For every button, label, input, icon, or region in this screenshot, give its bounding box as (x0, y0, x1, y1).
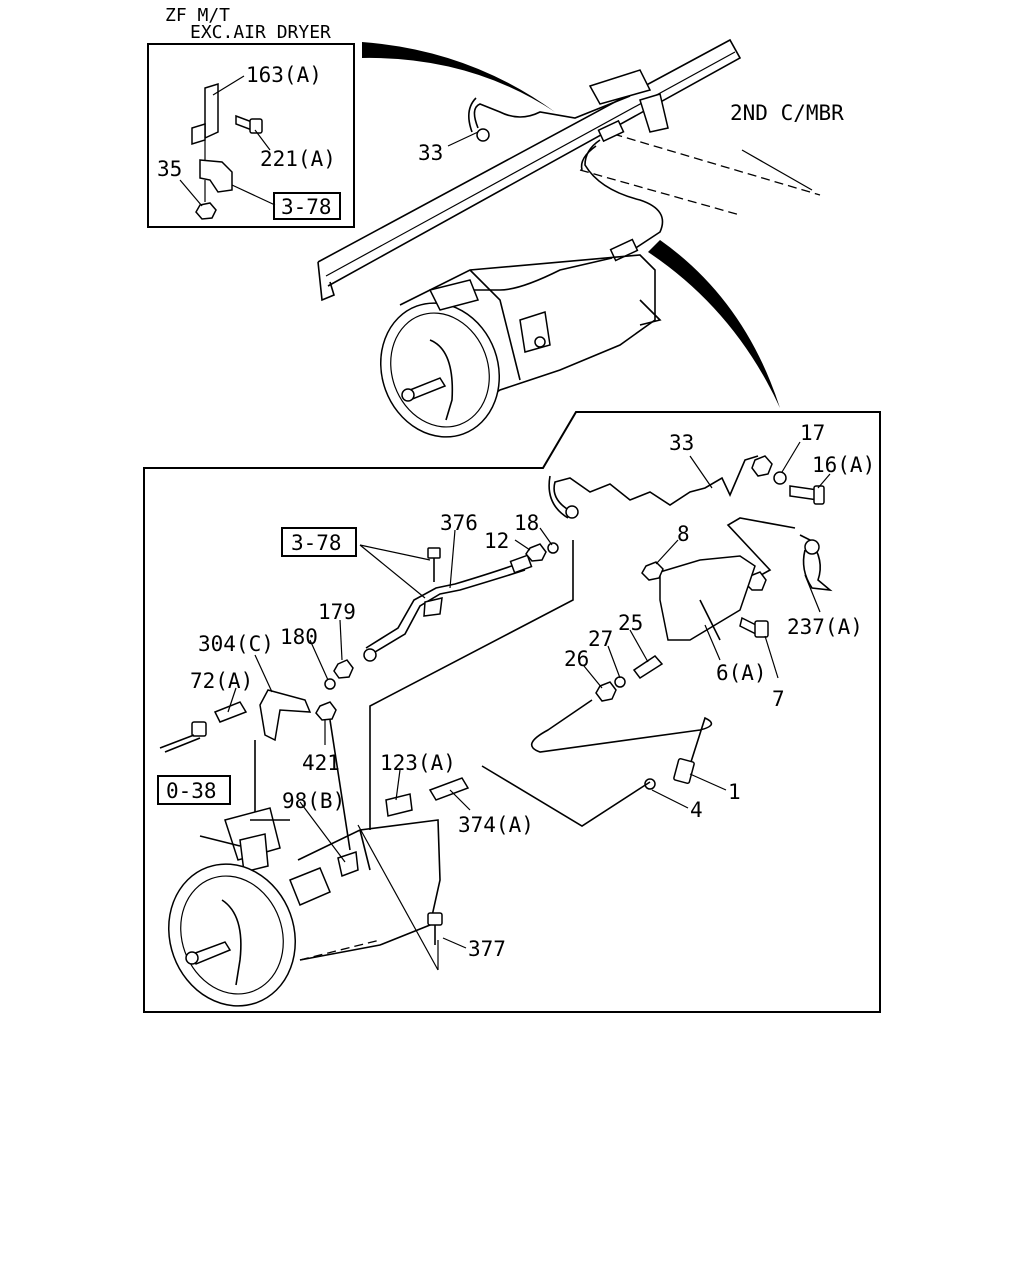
washer-180 (324, 678, 336, 690)
washer-17 (773, 471, 787, 485)
frame-rail (317, 38, 742, 287)
label-123a: 123(A) (380, 751, 456, 775)
label-8: 8 (677, 522, 690, 546)
ref-0-38[interactable]: 0-38 (166, 779, 217, 803)
nut-35 (195, 202, 217, 220)
label-35: 35 (157, 157, 182, 181)
bracket-6a (659, 555, 756, 641)
bracket-foot (191, 122, 206, 146)
washer-27 (614, 676, 626, 688)
label-180: 180 (280, 625, 318, 649)
label-221a: 221(A) (260, 147, 336, 171)
label-2nd-cmbr: 2ND C/MBR (730, 101, 844, 125)
detail-pointer-arc (648, 240, 780, 408)
pipe-376 (369, 569, 526, 656)
bolt-7 (739, 616, 769, 638)
washer-4 (644, 778, 656, 790)
label-179: 179 (318, 600, 356, 624)
detail-view: 33 17 16(A) 376 18 12 8 3-78 179 304(C) … (157, 421, 875, 1007)
washer-18 (547, 542, 559, 554)
pipe-237a (726, 517, 796, 581)
bell-housing-top (379, 302, 501, 438)
ref-3-78-detail[interactable]: 3-78 (291, 531, 342, 555)
label-25: 25 (618, 611, 643, 635)
label-163a: 163(A) (246, 63, 322, 87)
clamp (199, 159, 233, 193)
detail-frame (143, 411, 881, 1013)
top-assembly-view: 33 2ND C/MBR (317, 38, 844, 438)
connector-374a (428, 777, 470, 801)
ref-box-3-78-inset[interactable] (273, 192, 341, 220)
label-376: 376 (440, 511, 478, 535)
bolt-377 (427, 912, 443, 945)
bolt-pipe-clip (427, 547, 441, 582)
valve-72a (159, 701, 248, 753)
label-304c: 304(C) (198, 632, 274, 656)
label-98b: 98(B) (282, 789, 345, 813)
inset-frame (147, 43, 355, 228)
ref-box-3-78-detail[interactable] (281, 527, 357, 557)
label-16a: 16(A) (812, 453, 875, 477)
label-6a: 6(A) (716, 661, 767, 685)
label-26: 26 (564, 647, 589, 671)
label-374a: 374(A) (458, 813, 534, 837)
connector-25 (632, 655, 664, 680)
label-33-top: 33 (418, 141, 443, 165)
label-17: 17 (800, 421, 825, 445)
label-377: 377 (468, 937, 506, 961)
bracket-304c (259, 689, 312, 742)
nut-8 (641, 561, 664, 581)
label-33-detail: 33 (669, 431, 694, 455)
bracket-163a (204, 82, 219, 140)
bracket-123a (385, 793, 413, 817)
banjo-bolt-16a (789, 485, 825, 505)
inset-zf-mt: ZF M/T EXC.AIR DRYER 163(A) 221(A) 35 3-… (147, 5, 355, 228)
label-12: 12 (484, 529, 509, 553)
bell-housing-detail (167, 863, 297, 1007)
label-421: 421 (302, 751, 340, 775)
pipe-33 (553, 455, 759, 513)
label-4: 4 (690, 798, 703, 822)
ref-box-0-38[interactable] (157, 775, 231, 805)
nut-179 (333, 659, 354, 679)
nut-12 (525, 543, 547, 562)
label-7: 7 (772, 687, 785, 711)
ref-3-78-inset[interactable]: 3-78 (281, 195, 332, 219)
inset-note-line2: EXC.AIR DRYER (190, 22, 331, 43)
label-72a: 72(A) (190, 669, 253, 693)
hose-1 (530, 699, 713, 766)
label-18: 18 (514, 511, 539, 535)
inset-note-line1: ZF M/T (165, 5, 230, 26)
bolt-221a (235, 114, 263, 134)
label-27: 27 (588, 627, 613, 651)
label-1: 1 (728, 780, 741, 804)
label-237a: 237(A) (787, 615, 863, 639)
nut-421 (315, 701, 337, 721)
inset-pointer-arc (362, 42, 555, 112)
bracket-98b (337, 850, 359, 878)
